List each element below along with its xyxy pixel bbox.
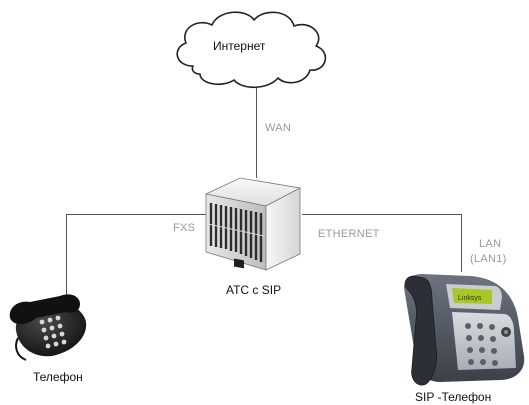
sip-phone-icon: Linksys: [404, 274, 525, 386]
connection-lines: [66, 83, 462, 302]
lan-label: LAN: [479, 238, 502, 250]
wan-label: WAN: [265, 122, 292, 134]
lan1-label: (LAN1): [470, 253, 507, 265]
ats-label: АТС с SIP: [226, 283, 282, 297]
telephone-icon: [9, 294, 87, 361]
internet-label: Интернет: [213, 39, 266, 53]
server-icon: [204, 177, 302, 271]
fxs-line: [66, 214, 206, 302]
telephone-label: Телефон: [33, 370, 83, 384]
sip-phone-screen-text: Linksys: [458, 295, 482, 302]
sip-phone-label: SIP -Телефон: [415, 390, 492, 404]
ethernet-label: ETHERNET: [318, 228, 380, 240]
cloud-icon: [176, 11, 327, 89]
ethernet-line: [302, 214, 462, 272]
fxs-label: FXS: [173, 222, 196, 234]
